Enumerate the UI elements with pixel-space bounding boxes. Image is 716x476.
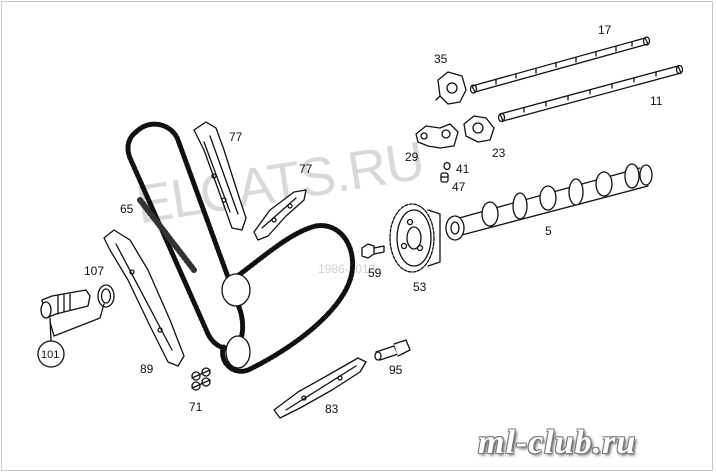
- callout-line-101: [49, 317, 52, 342]
- label-47: 47: [452, 180, 466, 194]
- camshaft-5[interactable]: [445, 163, 653, 241]
- element-47[interactable]: [440, 172, 449, 183]
- label-41: 41: [456, 162, 470, 176]
- rocker-shaft-17[interactable]: [469, 36, 651, 94]
- label-65: 65: [120, 202, 134, 216]
- label-101: 101: [41, 349, 59, 361]
- guide-rail-89[interactable]: [103, 229, 185, 367]
- chain-tensioner-101[interactable]: [40, 289, 105, 337]
- label-11: 11: [650, 94, 663, 108]
- label-95: 95: [389, 363, 403, 377]
- label-77-upper: 77: [229, 130, 243, 144]
- label-89: 89: [140, 362, 154, 376]
- camshaft-sprocket-53[interactable]: [389, 203, 441, 273]
- rocker-shaft-11[interactable]: [497, 64, 684, 123]
- label-59: 59: [368, 266, 382, 280]
- label-23: 23: [492, 146, 506, 160]
- label-35: 35: [434, 52, 448, 66]
- rocker-arm-35[interactable]: [435, 71, 467, 105]
- label-29: 29: [405, 150, 419, 164]
- spring-41[interactable]: [443, 161, 451, 171]
- label-5: 5: [545, 224, 552, 238]
- label-77-lower: 77: [299, 162, 313, 176]
- label-107: 107: [84, 264, 104, 278]
- guide-rail-77-upper[interactable]: [193, 121, 247, 231]
- chain-segment-65[interactable]: [137, 197, 197, 273]
- guide-rail-83[interactable]: [273, 357, 367, 419]
- label-53: 53: [413, 280, 427, 294]
- label-17: 17: [598, 23, 612, 37]
- washer-107[interactable]: [97, 284, 115, 308]
- pin-95[interactable]: [374, 339, 411, 361]
- label-71: 71: [189, 400, 203, 414]
- chain-links-71[interactable]: [191, 367, 211, 391]
- bolt-59[interactable]: [361, 243, 385, 259]
- rocker-arm-23[interactable]: [463, 115, 495, 143]
- rocker-arm-29[interactable]: [415, 123, 459, 149]
- timing-chain[interactable]: [125, 121, 356, 374]
- label-83: 83: [325, 402, 339, 416]
- site-logo: ml-club.ru: [478, 424, 637, 461]
- guide-rail-77-lower[interactable]: [253, 189, 307, 241]
